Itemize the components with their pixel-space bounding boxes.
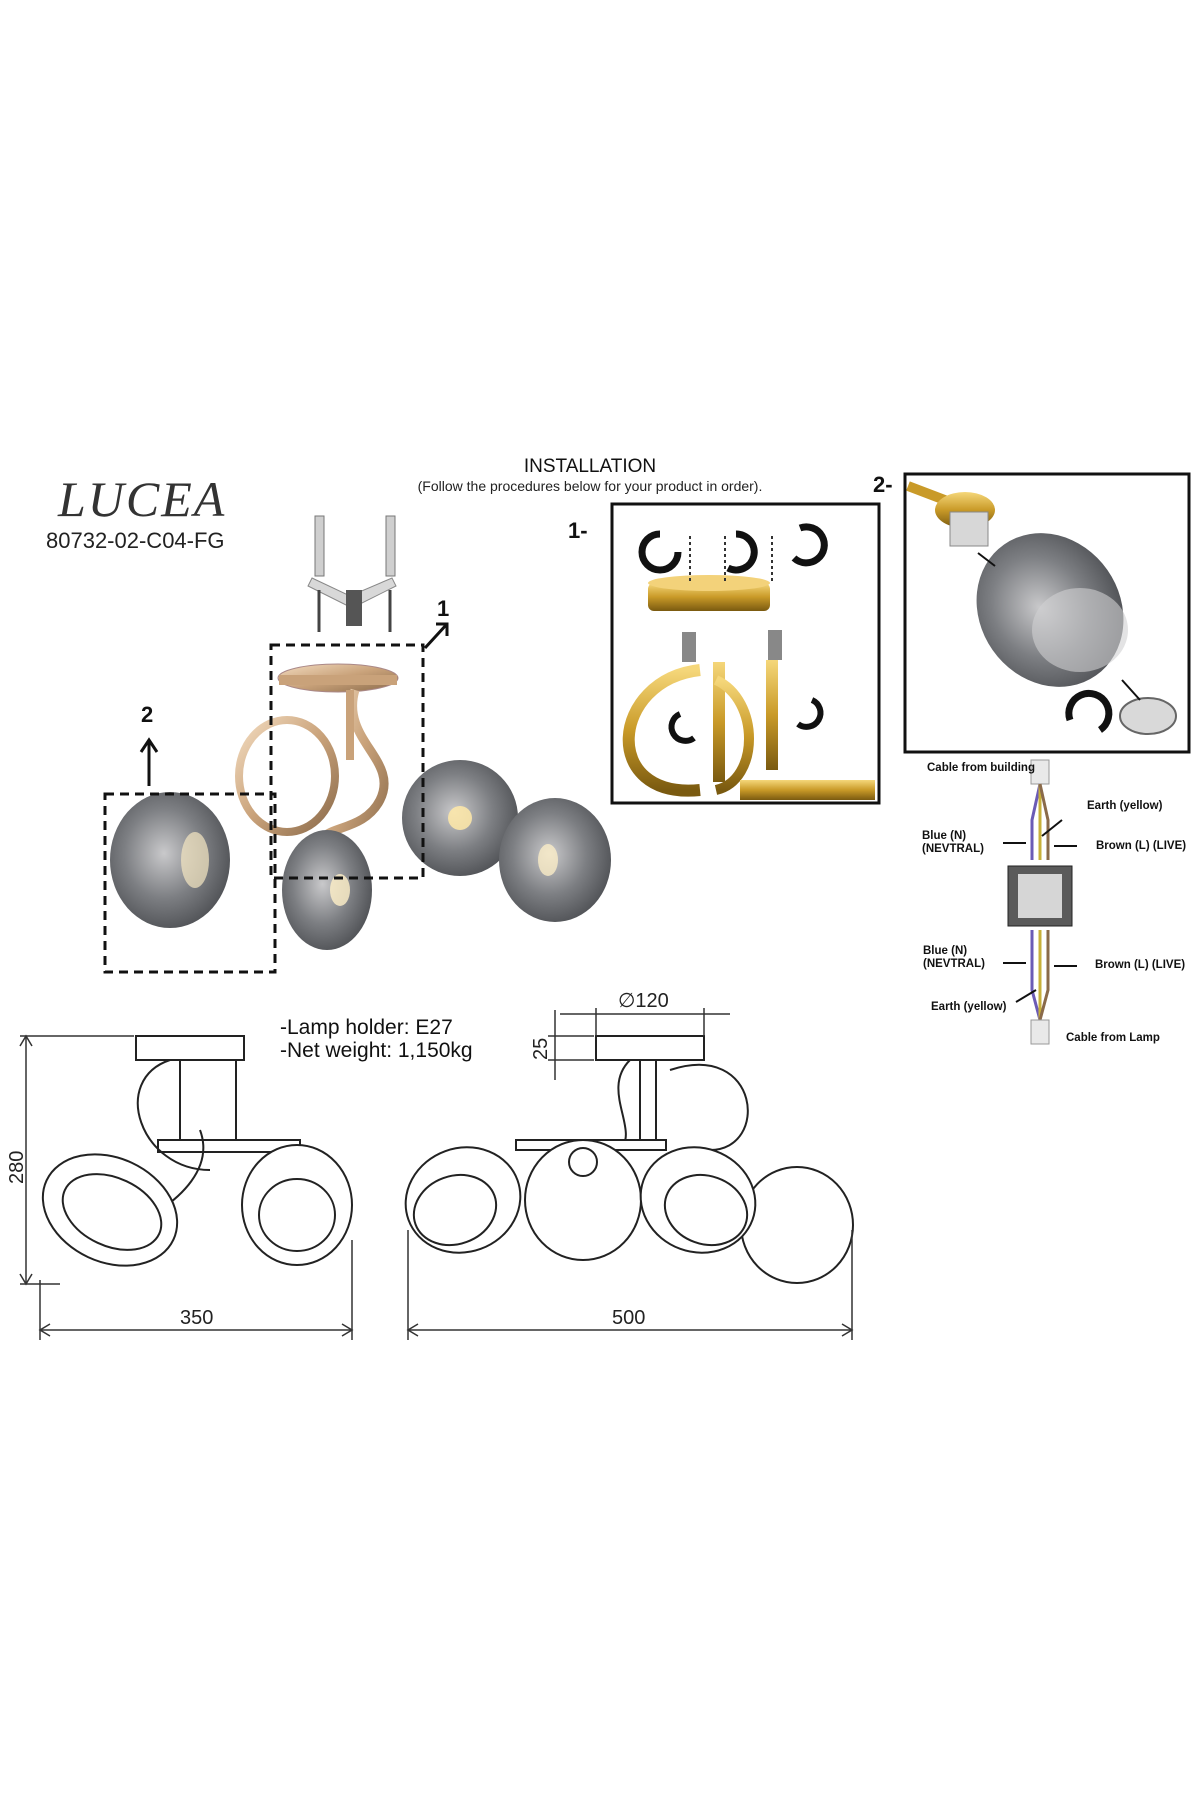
net-weight-spec: -Net weight: 1,150kg [280, 1039, 473, 1062]
wire-label-blue-top: Blue (N)(NEVTRAL) [922, 830, 984, 855]
wiring-diagram [1003, 759, 1077, 1045]
wire-label-brown-top: Brown (L) (LIVE) [1096, 840, 1187, 852]
callout-box-1 [269, 643, 425, 880]
dim-canopy-height: 25 [530, 1037, 552, 1060]
front-view-drawing [404, 1035, 854, 1284]
mounting-hardware [307, 515, 397, 632]
brand-name: LUCEA [58, 471, 227, 527]
callout-number-1: 1 [437, 596, 450, 621]
dimension-lines [19, 1008, 854, 1340]
dim-canopy-diameter: ∅120 [618, 990, 669, 1012]
specs-block: -Lamp holder: E27 -Net weight: 1,150kg [280, 1016, 473, 1062]
callout-arrow-1 [423, 622, 449, 650]
model-number: 80732-02-C04-FG [46, 528, 225, 553]
step1-label: 1- [568, 518, 588, 543]
step2-label: 2- [873, 472, 893, 497]
side-view-drawing [41, 1035, 353, 1267]
step2-panel [903, 472, 1191, 754]
wire-label-earth-top: Earth (yellow) [1087, 800, 1163, 812]
installation-title: INSTALLATION [523, 456, 657, 477]
dim-width-side: 350 [180, 1307, 214, 1329]
step1-panel [610, 502, 881, 805]
wire-label-cable-lamp: Cable from Lamp [1066, 1032, 1160, 1044]
dim-height: 280 [6, 1150, 28, 1184]
wire-label-earth-bottom: Earth (yellow) [931, 1001, 1007, 1013]
callout-box-2 [103, 792, 277, 974]
lamp-holder-spec: -Lamp holder: E27 [280, 1016, 453, 1039]
wire-label-cable-building: Cable from building [927, 762, 1035, 774]
callout-number-2: 2 [141, 702, 154, 727]
fixture-photo [110, 663, 611, 950]
installation-subtitle: (Follow the procedures below for your pr… [417, 478, 763, 494]
dim-width-front: 500 [612, 1307, 646, 1329]
wire-label-blue-bottom: Blue (N)(NEVTRAL) [923, 945, 985, 970]
wire-label-brown-bottom: Brown (L) (LIVE) [1095, 959, 1186, 971]
